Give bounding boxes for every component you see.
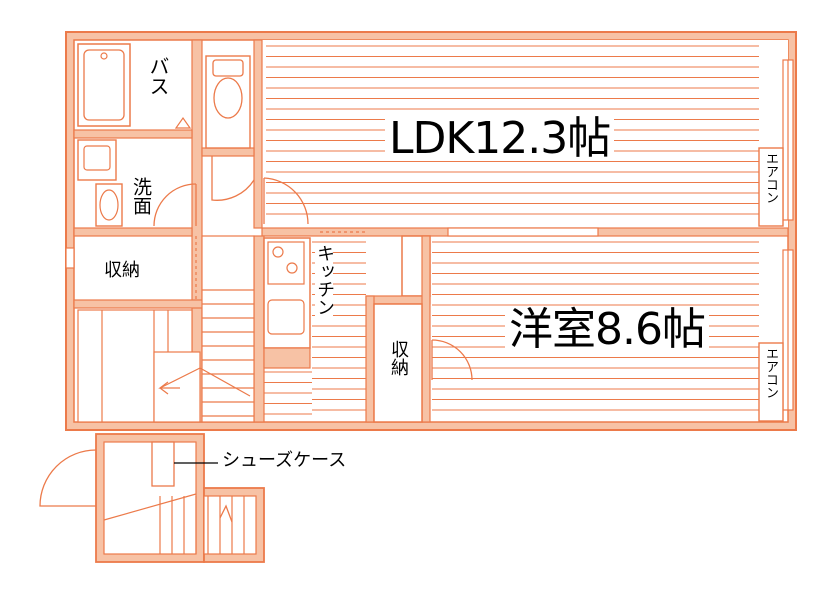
kitchen-label: キッチン xyxy=(314,244,335,316)
washroom-label: 洗面 xyxy=(130,177,152,215)
shoe-case-label: シューズケース xyxy=(222,450,347,471)
staircase xyxy=(77,235,255,423)
aircon-units xyxy=(758,147,784,422)
storage-center-label: 収納 xyxy=(388,340,409,376)
bath-label: バス xyxy=(146,56,170,96)
aircon-western-label: エアコン xyxy=(763,347,778,399)
bathtub xyxy=(77,43,192,129)
doors xyxy=(153,156,473,381)
western-room-floor xyxy=(432,241,759,411)
interior-walls xyxy=(73,39,789,423)
toilet xyxy=(205,55,251,149)
ldk-label: LDK12.3帖 xyxy=(385,117,615,161)
entrance-annex xyxy=(39,433,265,563)
western-room-label: 洋室8.6帖 xyxy=(505,308,709,352)
storage-left-label: 収納 xyxy=(104,260,140,281)
washroom-fixtures xyxy=(77,139,123,227)
aircon-ldk-label: エアコン xyxy=(763,152,778,204)
windows xyxy=(65,59,794,411)
kitchen-counter xyxy=(263,237,311,369)
